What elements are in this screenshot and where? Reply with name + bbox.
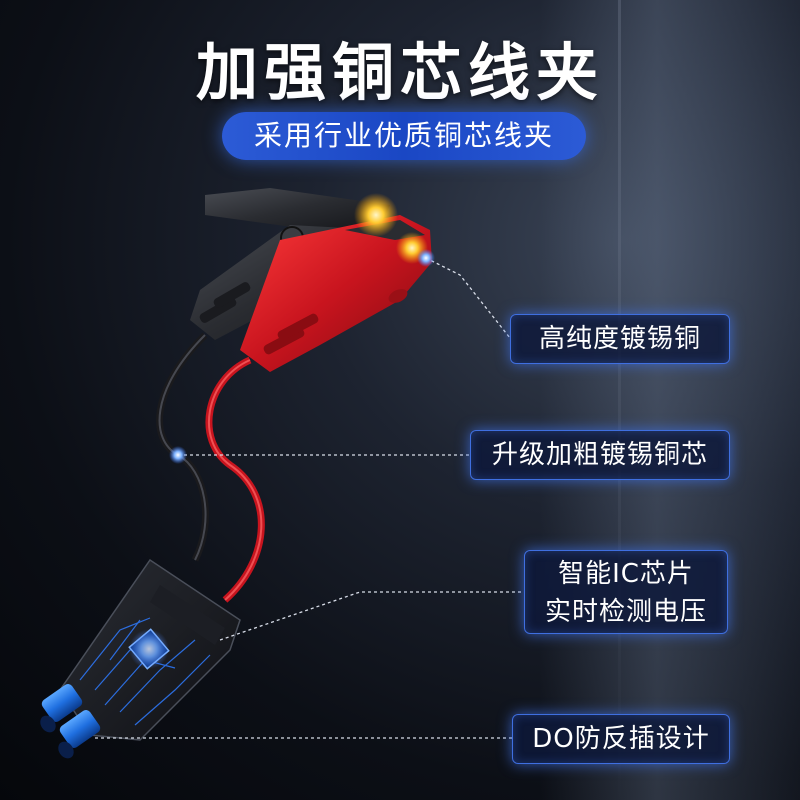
red-wire-highlight [208,359,263,601]
callout-anti-reverse: DO防反插设计 [512,714,730,764]
callout-thick-core: 升级加粗镀锡铜芯 [470,430,730,480]
callout-text: 高纯度镀锡铜 [538,324,701,354]
subtitle-badge: 采用行业优质铜芯线夹 [222,112,586,160]
callout-dot-1 [417,249,435,267]
callout-text: 升级加粗镀锡铜芯 [491,440,708,470]
page-title: 加强铜芯线夹 [195,36,604,109]
red-wire [205,356,265,603]
callout-tinned-copper: 高纯度镀锡铜 [510,314,730,364]
callout-text: 实时检测电压 [544,597,707,627]
callout-line-1 [425,257,511,339]
callout-line-3 [219,591,524,641]
callout-text: DO防反插设计 [532,724,710,754]
background-wall-edge [618,0,621,800]
smart-module [59,558,241,741]
callout-text: 智能IC芯片 [558,559,694,589]
callout-dot-2 [169,446,187,464]
blue-connector [40,683,101,759]
spark-glow [354,193,398,237]
callout-smart-ic: 智能IC芯片 实时检测电压 [524,550,728,634]
